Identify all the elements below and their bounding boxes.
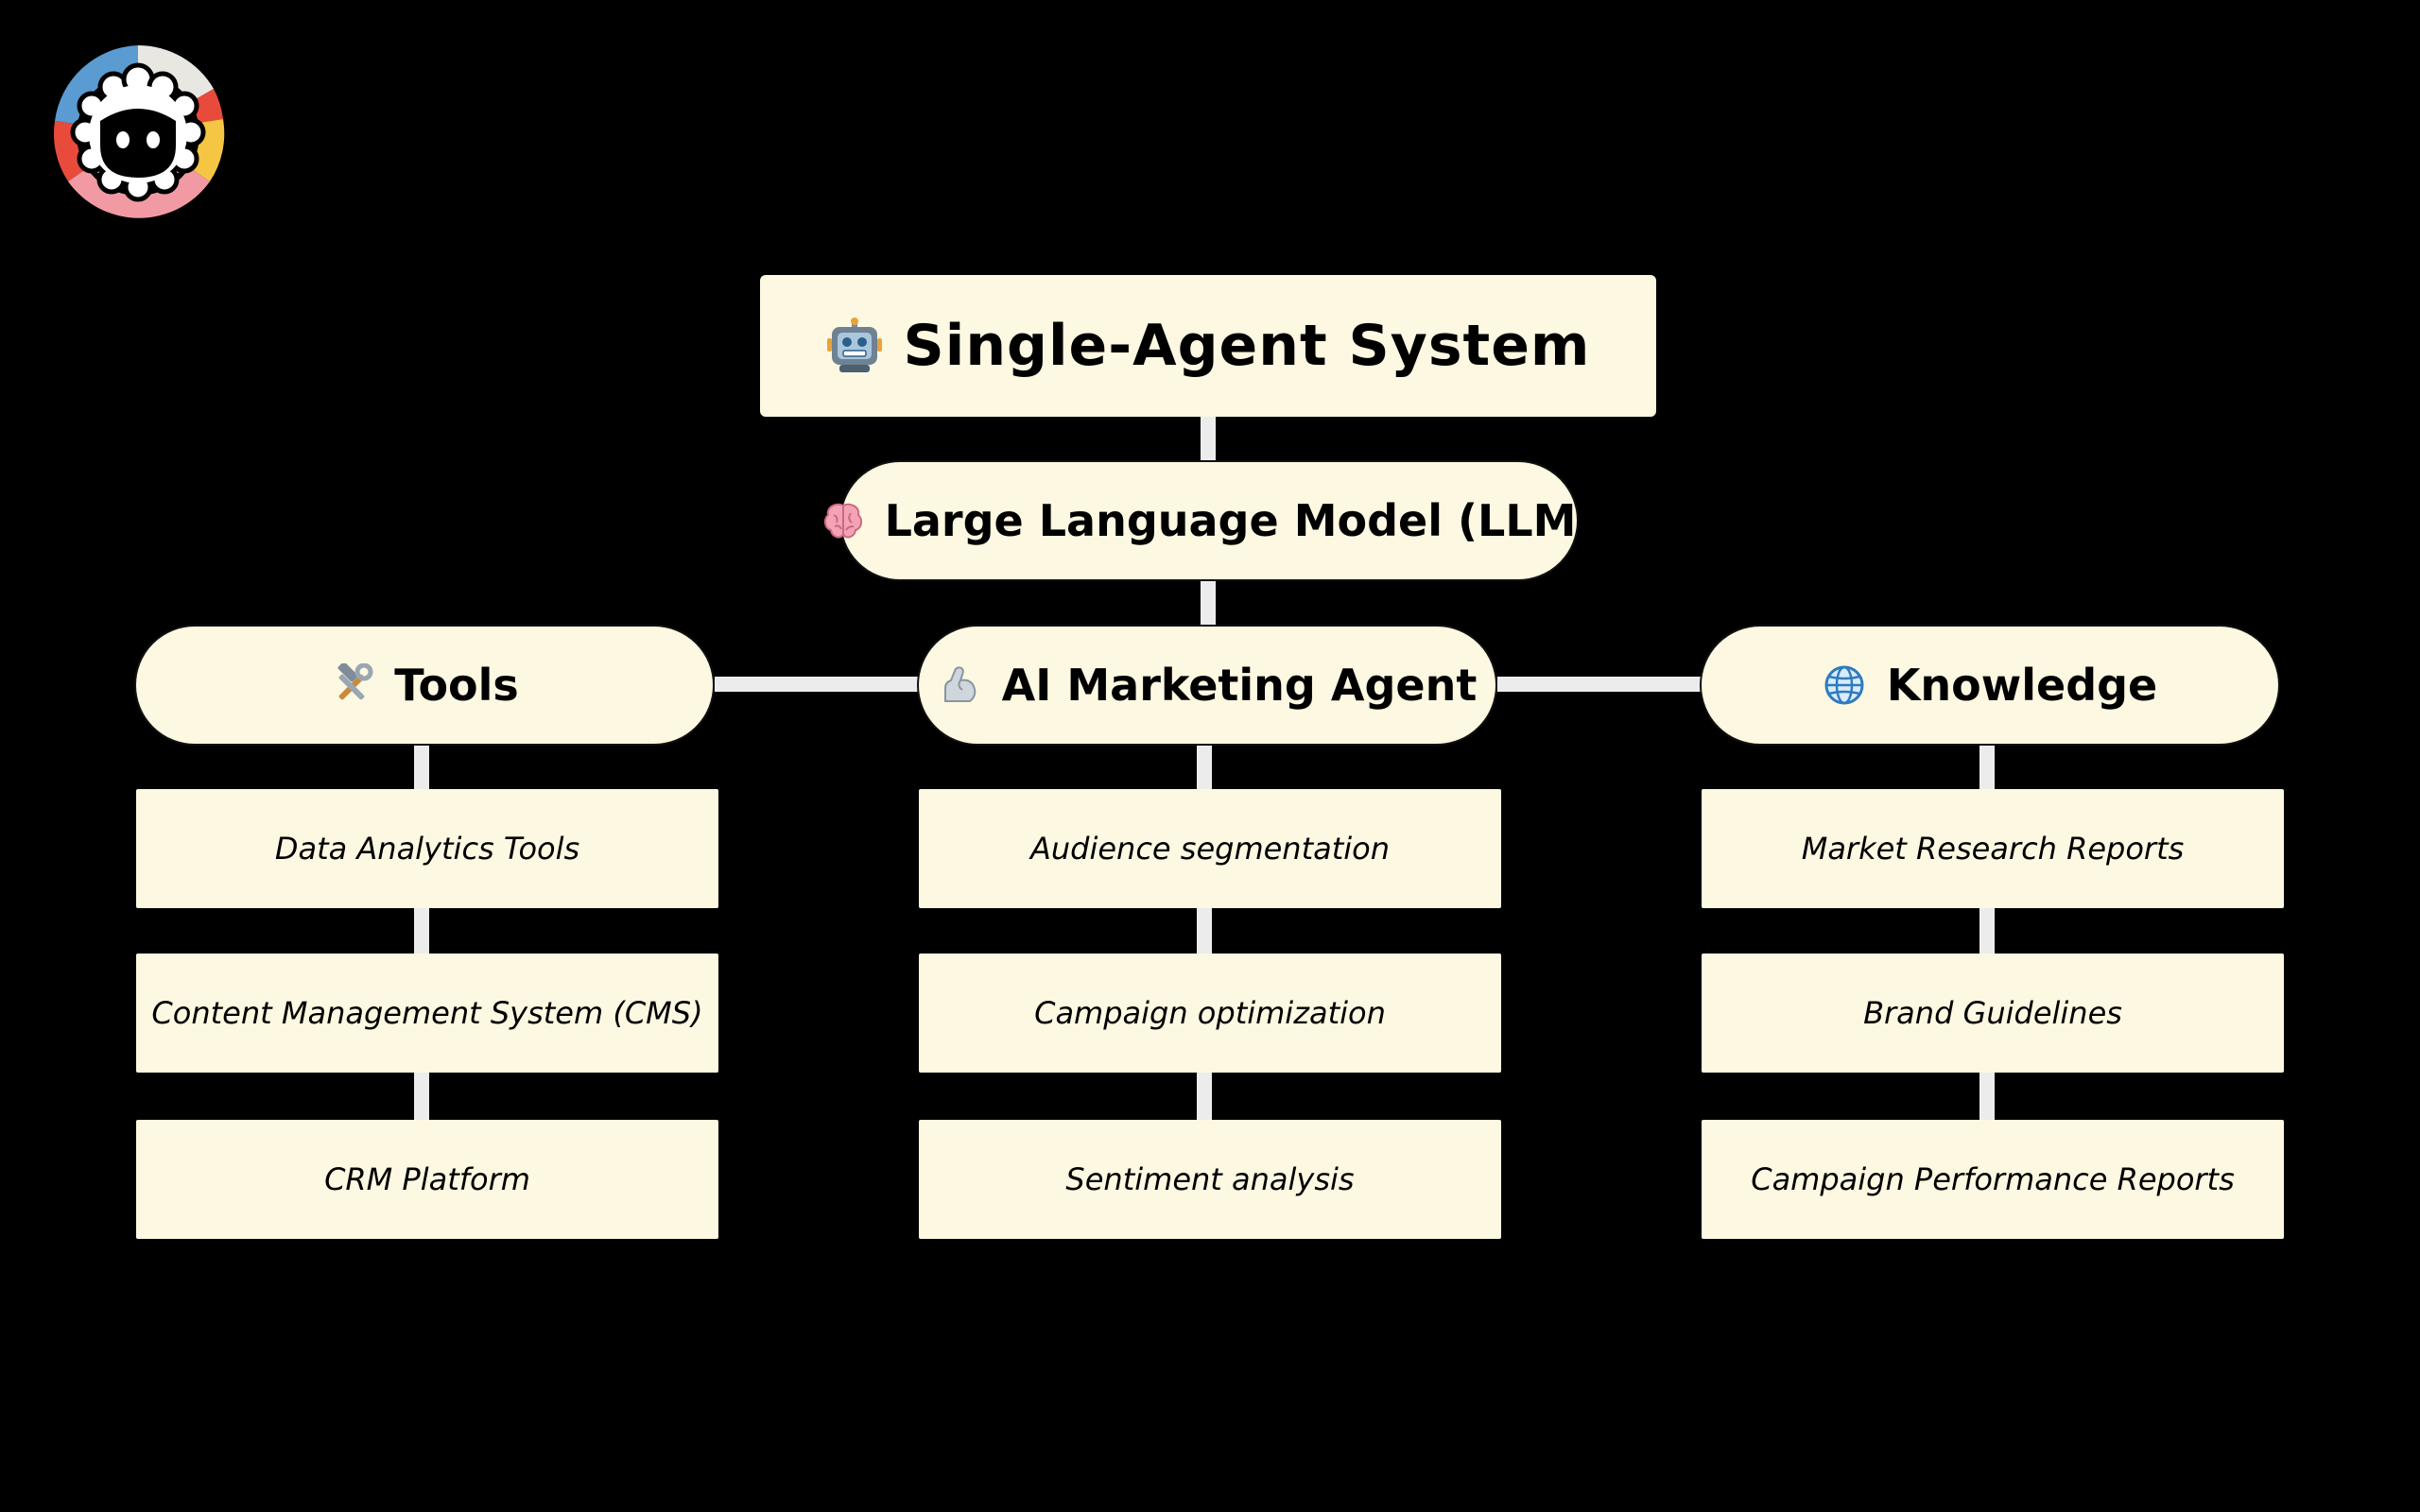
connector-knowledge-item2 bbox=[1979, 908, 1995, 954]
agent-item: Sentiment analysis bbox=[919, 1120, 1501, 1239]
connector-agent-knowledge bbox=[1497, 677, 1703, 692]
agent-node: AI Marketing Agent bbox=[917, 625, 1497, 746]
knowledge-item: Brand Guidelines bbox=[1702, 954, 2284, 1073]
globe-icon bbox=[1823, 663, 1866, 707]
knowledge-item-label: Campaign Performance Reports bbox=[1751, 1161, 2235, 1197]
knowledge-heading: Knowledge bbox=[1886, 660, 2158, 711]
connector-agent-item3 bbox=[1197, 1073, 1212, 1120]
flexed-arm-icon bbox=[938, 663, 981, 707]
sheep-logo-icon bbox=[47, 42, 229, 223]
tools-node: Tools bbox=[134, 625, 715, 746]
tools-item-label: Content Management System (CMS) bbox=[151, 995, 703, 1031]
system-title-box: Single-Agent System bbox=[760, 275, 1656, 417]
llm-node: Large Language Model (LLM) bbox=[823, 460, 1596, 581]
tools-item-label: Data Analytics Tools bbox=[274, 831, 580, 867]
knowledge-item-label: Brand Guidelines bbox=[1863, 995, 2122, 1031]
knowledge-item: Campaign Performance Reports bbox=[1702, 1120, 2284, 1239]
agent-item-label: Audience segmentation bbox=[1029, 831, 1391, 867]
connector-llm-agent bbox=[1201, 581, 1216, 625]
tools-item: Data Analytics Tools bbox=[136, 789, 718, 908]
connector-agent-item1 bbox=[1197, 746, 1212, 789]
connector-tools-agent bbox=[715, 677, 919, 692]
system-title: Single-Agent System bbox=[903, 313, 1591, 379]
connector-tools-item3 bbox=[414, 1073, 429, 1120]
connector-knowledge-item1 bbox=[1979, 746, 1995, 789]
knowledge-node: Knowledge bbox=[1700, 625, 2280, 746]
agent-item-label: Campaign optimization bbox=[1034, 995, 1386, 1031]
connector-knowledge-item3 bbox=[1979, 1073, 1995, 1120]
hammer-wrench-icon bbox=[330, 663, 373, 707]
robot-icon bbox=[826, 318, 883, 374]
knowledge-item-label: Market Research Reports bbox=[1801, 831, 2185, 867]
tools-item: Content Management System (CMS) bbox=[136, 954, 718, 1073]
llm-label: Large Language Model (LLM) bbox=[884, 495, 1597, 546]
connector-tools-item2 bbox=[414, 908, 429, 954]
connector-title-llm bbox=[1201, 417, 1216, 460]
connector-tools-item1 bbox=[414, 746, 429, 789]
agent-heading: AI Marketing Agent bbox=[1001, 660, 1478, 711]
tools-item: CRM Platform bbox=[136, 1120, 718, 1239]
agent-item: Campaign optimization bbox=[919, 954, 1501, 1073]
connector-agent-item2 bbox=[1197, 908, 1212, 954]
agent-item-label: Sentiment analysis bbox=[1065, 1161, 1355, 1197]
tools-heading: Tools bbox=[394, 660, 519, 711]
agent-item: Audience segmentation bbox=[919, 789, 1501, 908]
brain-icon bbox=[822, 500, 864, 541]
tools-item-label: CRM Platform bbox=[324, 1161, 530, 1197]
knowledge-item: Market Research Reports bbox=[1702, 789, 2284, 908]
